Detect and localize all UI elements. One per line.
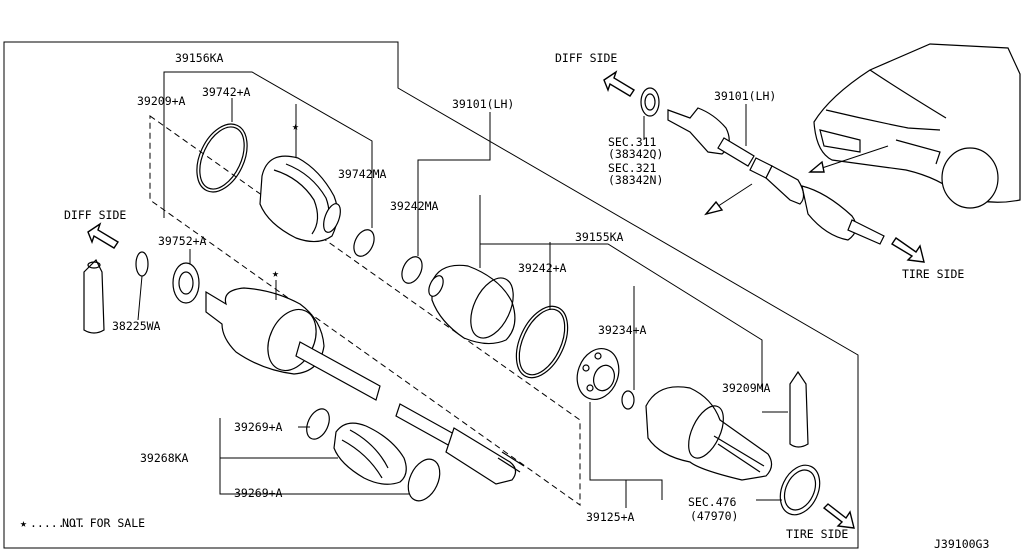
diff-side-label-left: DIFF SIDE <box>64 208 126 222</box>
label-sec311-ref: (38342Q) <box>608 147 663 161</box>
label-sec476-ref: (47970) <box>690 509 738 523</box>
inner-tripod-housing <box>205 287 381 401</box>
label-39209a: 39209+A <box>137 94 186 108</box>
label-39156ka: 39156KA <box>175 51 224 65</box>
band-39269a-lower <box>407 458 441 502</box>
label-39752a: 39752+A <box>158 234 207 248</box>
outer-cv-joint <box>645 386 773 481</box>
inset-driveshaft-assembly <box>667 107 885 245</box>
inner-joint-dashed-outline <box>149 115 581 506</box>
band-39742ma <box>353 229 375 257</box>
label-39209ma: 39209MA <box>722 381 771 395</box>
band-39242ma <box>401 256 423 284</box>
diagram-id: J39100G3 <box>934 537 989 551</box>
band-39242a <box>515 305 569 379</box>
label-38225wa: 38225WA <box>112 319 161 333</box>
label-sec476: SEC.476 <box>688 495 737 509</box>
band-39269a-upper <box>306 408 330 440</box>
inner-boot-upper <box>259 155 341 243</box>
label-sec321: SEC.321 <box>608 161 657 175</box>
label-39242a: 39242+A <box>518 261 567 275</box>
label-39268ka: 39268KA <box>140 451 189 465</box>
diff-side-plug <box>83 258 105 334</box>
tire-side-arrow-lower <box>822 503 855 529</box>
tire-side-arrow-upper <box>891 237 925 263</box>
circlip-38225wa <box>135 251 149 277</box>
label-39742ma: 39742MA <box>338 167 387 181</box>
label-39101lh-main: 39101(LH) <box>452 97 514 111</box>
label-sec321-ref: (38342N) <box>608 173 663 187</box>
boot-band-39209a <box>196 123 248 193</box>
label-39242ma: 39242MA <box>390 199 439 213</box>
lower-boot-39268ka <box>333 422 407 485</box>
legend-star-symbol: ★ <box>20 516 27 530</box>
bearing-39752a <box>172 262 200 304</box>
tire-side-plug <box>789 370 809 448</box>
abs-sensor-ring <box>779 464 821 516</box>
label-39269a-lower: 39269+A <box>234 486 283 500</box>
label-39269a-upper: 39269+A <box>234 420 283 434</box>
vehicle-outline <box>813 43 1021 209</box>
drive-shaft <box>395 403 525 485</box>
tire-side-label-lower: TIRE SIDE <box>786 527 848 541</box>
diagram-frame <box>3 41 859 549</box>
legend-text: NOT FOR SALE <box>62 516 145 530</box>
label-39125a: 39125+A <box>586 510 635 524</box>
diff-side-label-right: DIFF SIDE <box>555 51 617 65</box>
inner-race-39125a <box>576 348 620 400</box>
outer-boot <box>428 264 516 345</box>
diff-side-arrow-right <box>603 70 635 97</box>
label-39155ka: 39155KA <box>575 230 624 244</box>
oil-seal <box>640 87 660 117</box>
tire-side-label-upper: TIRE SIDE <box>902 267 964 281</box>
label-sec311: SEC.311 <box>608 135 657 149</box>
legend-dots: ........ <box>30 516 85 530</box>
label-39742a: 39742+A <box>202 85 251 99</box>
label-39234a: 39234+A <box>598 323 647 337</box>
not-for-sale-star-2: ★ <box>272 266 279 280</box>
label-39101lh-inset: 39101(LH) <box>714 89 776 103</box>
circlip-39234a <box>621 390 635 410</box>
diff-side-arrow-left <box>87 222 119 249</box>
